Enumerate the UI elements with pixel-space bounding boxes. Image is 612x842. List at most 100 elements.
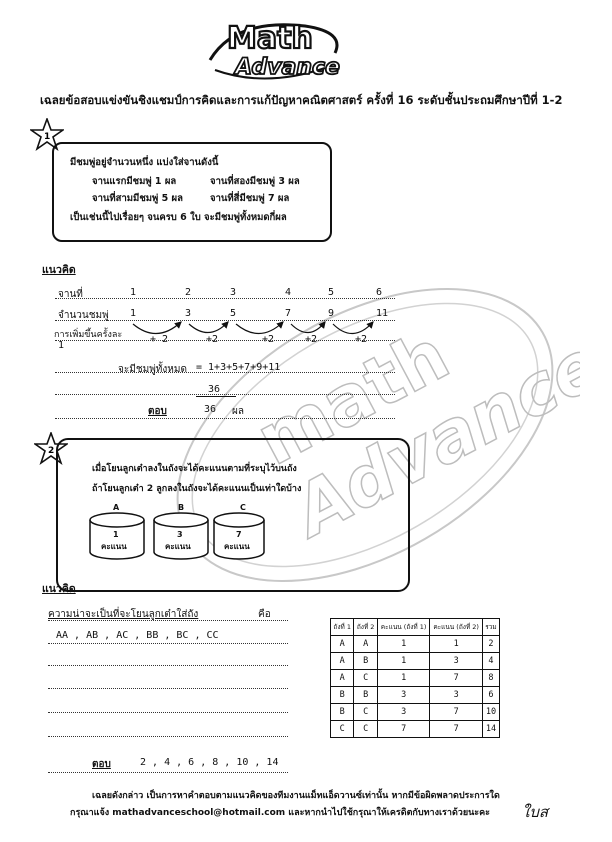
dotted-line bbox=[55, 418, 395, 419]
table-cell: 3 bbox=[376, 703, 431, 721]
bucket-c-label: คะแนน bbox=[224, 542, 250, 551]
solution-1-heading: แนวคิด bbox=[42, 264, 76, 276]
count-number: 1 bbox=[130, 308, 137, 319]
bucket-c-icon bbox=[213, 512, 265, 560]
table-header: ถังที่ 1 bbox=[329, 618, 355, 636]
table-cell: 6 bbox=[481, 686, 501, 704]
dish-number: 2 bbox=[185, 287, 192, 298]
signature: ใบส bbox=[522, 803, 549, 821]
count-row-label: จำนวนชมพู่ bbox=[58, 310, 109, 321]
table-cell: 1 bbox=[376, 652, 431, 670]
answer-1-unit: ผล bbox=[232, 406, 244, 417]
question-1-box bbox=[52, 142, 332, 242]
q1-line-6: เป็นเช่นนี้ไปเรื่อยๆ จนครบ 6 ใบ จะมีชมพู… bbox=[70, 212, 287, 223]
dish-number: 4 bbox=[285, 287, 292, 298]
table-row: A A 1 1 2 bbox=[329, 635, 501, 653]
table-cell: A bbox=[353, 635, 378, 653]
page-title: เฉลยข้อสอบแข่งขันชิงแชมป์การคิดและการแก้… bbox=[40, 93, 563, 107]
dish-number: 1 bbox=[130, 287, 137, 298]
increment-label: +2 bbox=[355, 334, 368, 345]
total-underline bbox=[196, 396, 236, 397]
possible-pairs: AA , AB , AC , BB , BC , CC bbox=[56, 630, 219, 641]
possibilities-kue: คือ bbox=[258, 609, 271, 620]
answer-1-label: ตอบ bbox=[148, 406, 167, 417]
dotted-line bbox=[55, 394, 395, 395]
table-cell: 7 bbox=[429, 703, 483, 721]
dotted-line bbox=[55, 340, 395, 341]
q1-number: 1 bbox=[44, 132, 50, 142]
q2-line-1: เมื่อโยนลูกเต๋าลงในถังจะได้คะแนนตามที่ระ… bbox=[92, 464, 297, 474]
table-cell: 3 bbox=[429, 686, 483, 704]
dish-row-label: จานที่ bbox=[58, 289, 83, 300]
table-header-row: ถังที่ 1 ถังที่ 2 คะแนน (ถังที่ 1) คะแนน… bbox=[329, 618, 501, 636]
increment-label: +2 bbox=[305, 334, 318, 345]
question-2-box bbox=[56, 438, 410, 592]
table-cell: 4 bbox=[481, 652, 501, 670]
buckets-drawing bbox=[89, 512, 265, 560]
table-header: คะแนน (ถังที่ 1) bbox=[376, 618, 431, 636]
dotted-line bbox=[48, 688, 288, 689]
table-cell: B bbox=[329, 686, 355, 704]
count-number: 5 bbox=[230, 308, 237, 319]
table-row: A C 1 7 8 bbox=[329, 669, 501, 687]
bucket-a-score: 1 bbox=[113, 530, 119, 539]
count-number: 7 bbox=[285, 308, 292, 319]
bucket-a-icon bbox=[89, 512, 145, 560]
bucket-b-letter: B bbox=[178, 503, 185, 512]
increase-row-label: การเพิ่มขึ้นครั้งละ bbox=[54, 330, 123, 340]
q2-line-2: ถ้าโยนลูกเต๋า 2 ลูกลงในถังจะได้คะแนนเป็น… bbox=[92, 484, 302, 494]
table-header: ถังที่ 2 bbox=[353, 618, 378, 636]
q1-line-5: จานที่สี่มีชมพู่ 7 ผล bbox=[210, 193, 290, 204]
q1-line-2: จานแรกมีชมพู่ 1 ผล bbox=[92, 176, 177, 187]
bucket-a-letter: A bbox=[113, 503, 120, 512]
star-icon-q1: 1 bbox=[30, 118, 64, 152]
table-header: คะแนน (ถังที่ 2) bbox=[429, 618, 483, 636]
dotted-line bbox=[48, 643, 288, 644]
dotted-line bbox=[55, 298, 395, 299]
dotted-line bbox=[48, 665, 288, 666]
count-number: 11 bbox=[376, 308, 389, 319]
total-value: 36 bbox=[208, 384, 221, 395]
q1-line-1: มีชมพู่อยู่จำนวนหนึ่ง แบ่งใส่จานดังนี้ bbox=[70, 157, 219, 168]
dotted-line bbox=[48, 736, 288, 737]
table-row: C C 7 7 14 bbox=[329, 720, 501, 738]
bucket-b-label: คะแนน bbox=[165, 542, 191, 551]
table-cell: B bbox=[329, 703, 355, 721]
table-cell: 7 bbox=[429, 669, 483, 687]
dotted-line bbox=[48, 620, 288, 621]
logo-text-advance: Advance bbox=[233, 55, 340, 80]
answer-2-label: ตอบ bbox=[92, 759, 111, 770]
table-header: รวม bbox=[481, 618, 501, 636]
footer-line-2: กรุณาแจ้ง mathadvanceschool@hotmail.com … bbox=[70, 808, 490, 818]
table-cell: C bbox=[353, 720, 378, 738]
score-table: ถังที่ 1 ถังที่ 2 คะแนน (ถังที่ 1) คะแนน… bbox=[329, 618, 501, 738]
table-cell: 2 bbox=[481, 635, 501, 653]
bucket-b-score: 3 bbox=[177, 530, 183, 539]
q1-line-3: จานที่สองมีชมพู่ 3 ผล bbox=[210, 176, 300, 187]
table-cell: 8 bbox=[481, 669, 501, 687]
dish-number: 3 bbox=[230, 287, 237, 298]
bucket-b-icon bbox=[153, 512, 209, 560]
increment-arrows bbox=[132, 321, 374, 335]
table-cell: 3 bbox=[376, 686, 431, 704]
answer-2-value: 2 , 4 , 6 , 8 , 10 , 14 bbox=[140, 757, 279, 768]
total-label: จะมีชมพู่ทั้งหมด bbox=[118, 364, 187, 375]
table-cell: 14 bbox=[481, 720, 501, 738]
dish-number: 6 bbox=[376, 287, 383, 298]
table-row: A B 1 3 4 bbox=[329, 652, 501, 670]
dotted-line bbox=[55, 320, 395, 321]
extra-one: 1 bbox=[58, 340, 65, 351]
answer-1-value: 36 bbox=[204, 404, 217, 415]
bucket-c-score: 7 bbox=[236, 530, 242, 539]
table-cell: 1 bbox=[376, 635, 431, 653]
increment-label: +2 bbox=[262, 334, 275, 345]
q2-number: 2 bbox=[48, 446, 54, 456]
footer-line-1: เฉลยดังกล่าว เป็นการหาคำตอบตามแนวคิดของท… bbox=[92, 791, 500, 801]
table-cell: B bbox=[353, 652, 378, 670]
table-row: B B 3 3 6 bbox=[329, 686, 501, 704]
dotted-line bbox=[48, 712, 288, 713]
logo-text-math: Math bbox=[227, 21, 313, 56]
table-cell: C bbox=[353, 703, 378, 721]
table-cell: 1 bbox=[429, 635, 483, 653]
table-cell: C bbox=[329, 720, 355, 738]
